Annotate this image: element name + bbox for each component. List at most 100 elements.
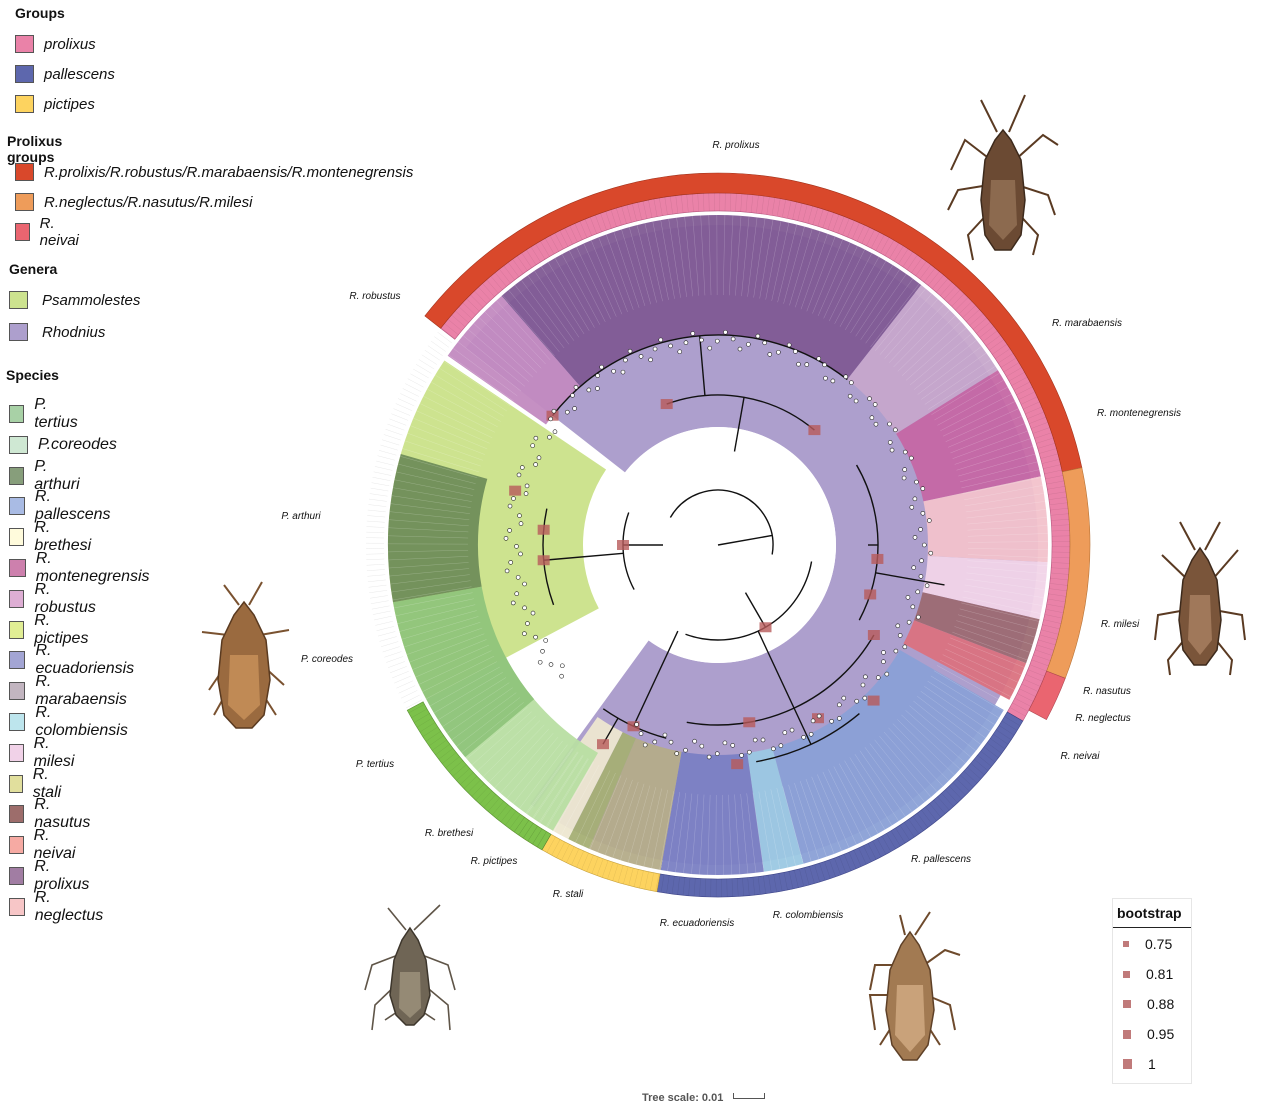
tip-node <box>881 660 885 664</box>
clade-label-stali: R. stali <box>553 889 584 900</box>
ring-tick <box>368 580 386 582</box>
tip-node <box>715 339 719 343</box>
ring-tick <box>394 409 411 416</box>
bootstrap-item: 0.81 <box>1123 966 1173 982</box>
ring-tick <box>367 575 385 577</box>
tip-node <box>863 696 867 700</box>
ring-tick <box>379 637 396 642</box>
tip-node <box>756 334 760 338</box>
tip-node <box>508 528 512 532</box>
tip-node <box>909 456 913 460</box>
tip-node <box>511 497 515 501</box>
bootstrap-legend-title: bootstrap <box>1117 905 1182 921</box>
ring-tick <box>381 642 398 647</box>
tip-node <box>753 738 757 742</box>
tip-node <box>517 514 521 518</box>
tip-node <box>549 417 553 421</box>
ring-tick <box>399 686 415 694</box>
bootstrap-node <box>538 555 550 565</box>
bootstrap-item: 0.95 <box>1123 1026 1174 1042</box>
ring-tick <box>367 569 385 570</box>
tip-node <box>922 543 926 547</box>
tip-node <box>873 402 877 406</box>
ring-tick <box>431 341 446 351</box>
tip-node <box>700 338 704 342</box>
tip-node <box>504 536 508 540</box>
tip-node <box>911 605 915 609</box>
tip-node <box>902 476 906 480</box>
tip-node <box>525 622 529 626</box>
tip-node <box>888 440 892 444</box>
ring-tick <box>367 564 385 565</box>
bootstrap-node <box>731 759 743 769</box>
tip-node <box>649 358 653 362</box>
tip-node <box>809 732 813 736</box>
bootstrap-node <box>871 554 883 564</box>
tip-node <box>746 342 750 346</box>
clade-label-pallescens: R. pallescens <box>911 854 971 865</box>
tip-node <box>600 365 604 369</box>
tip-node <box>517 473 521 477</box>
bootstrap-node <box>538 525 550 535</box>
ring-tick <box>371 601 389 604</box>
tip-node <box>519 522 523 526</box>
clade-label-tertius: P. tertius <box>356 759 394 770</box>
tip-node <box>837 716 841 720</box>
tip-node <box>740 753 744 757</box>
tip-node <box>927 519 931 523</box>
tip-node <box>848 394 852 398</box>
tip-node <box>874 422 878 426</box>
tip-node <box>683 748 687 752</box>
tip-node <box>763 341 767 345</box>
ring-tick <box>434 337 449 348</box>
tip-node <box>653 740 657 744</box>
ring-tick <box>403 388 419 396</box>
ring-tick <box>375 466 393 470</box>
ring-tick <box>368 510 386 512</box>
bootstrap-marker <box>1123 941 1129 947</box>
tip-node <box>882 650 886 654</box>
ring-tick <box>396 404 412 411</box>
tip-node <box>549 663 553 667</box>
tip-node <box>916 615 920 619</box>
clade-label-montenegrensis: R. montenegrensis <box>1097 408 1181 419</box>
tip-node <box>823 376 827 380</box>
clade-label-brethesi: R. brethesi <box>425 828 474 839</box>
bootstrap-value: 1 <box>1148 1056 1156 1072</box>
ring-tick <box>425 350 440 360</box>
ring-tick <box>370 596 388 599</box>
tip-node <box>802 735 806 739</box>
tip-node <box>547 435 551 439</box>
ring-tick <box>367 516 385 518</box>
tip-node <box>921 511 925 515</box>
tip-node <box>522 632 526 636</box>
tip-node <box>691 332 695 336</box>
tip-node <box>516 575 520 579</box>
ring-tick <box>369 585 387 587</box>
bootstrap-marker <box>1123 1000 1131 1008</box>
tip-node <box>831 379 835 383</box>
ring-tick <box>384 434 401 440</box>
tip-node <box>531 611 535 615</box>
ring-tick <box>376 461 393 465</box>
ring-tick <box>378 631 395 636</box>
tip-node <box>906 595 910 599</box>
tip-node <box>541 649 545 653</box>
ring-tick <box>366 527 384 528</box>
ring-tick <box>377 626 394 630</box>
tip-node <box>747 750 751 754</box>
tip-node <box>849 381 853 385</box>
bootstrap-item: 0.88 <box>1123 996 1174 1012</box>
bootstrap-node <box>864 589 876 599</box>
tip-node <box>544 639 548 643</box>
ring-tick <box>370 494 388 497</box>
tip-node <box>669 344 673 348</box>
tip-node <box>587 388 591 392</box>
ring-tick <box>419 360 434 369</box>
tip-node <box>823 363 827 367</box>
tip-node <box>675 752 679 756</box>
tip-node <box>663 733 667 737</box>
tip-node <box>731 337 735 341</box>
tip-node <box>903 645 907 649</box>
